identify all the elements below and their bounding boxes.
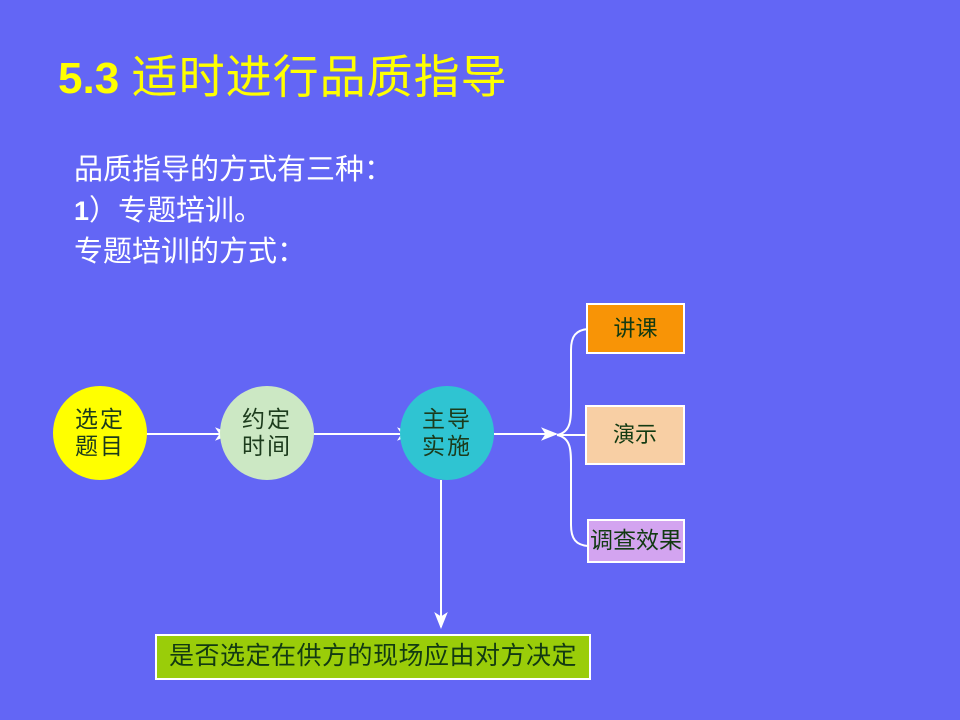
node-demonstration[interactable]: 演示 — [585, 405, 685, 465]
body-line-2: 1）专题培训。 — [74, 191, 393, 232]
node-agree-time-line2: 时间 — [242, 434, 292, 459]
body-text-block: 品质指导的方式有三种： 1）专题培训。 专题培训的方式： — [74, 150, 393, 273]
node-lead-implementation-line1: 主导 — [422, 407, 472, 432]
title-text: 适时进行品质指导 — [131, 52, 508, 103]
node-select-topic-line1: 选定 — [75, 407, 125, 432]
branch-to-survey — [556, 434, 589, 547]
page-title: 5.3 适时进行品质指导 — [58, 52, 508, 103]
node-lead-implementation-line2: 实施 — [422, 434, 472, 459]
body-line-2-number: 1 — [74, 196, 90, 226]
node-select-topic[interactable]: 选定 题目 — [53, 386, 147, 480]
node-venue-decision-label: 是否选定在供方的现场应由对方决定 — [168, 643, 577, 670]
body-line-3: 专题培训的方式： — [74, 236, 307, 268]
node-agree-time[interactable]: 约定 时间 — [220, 386, 314, 480]
branch-to-lecture — [556, 328, 589, 436]
node-lecture[interactable]: 讲课 — [586, 303, 685, 354]
body-line-1: 品质指导的方式有三种： — [74, 154, 394, 186]
node-select-topic-line2: 题目 — [75, 434, 125, 459]
node-survey-effect-label: 调查效果 — [590, 528, 682, 553]
node-survey-effect[interactable]: 调查效果 — [587, 519, 685, 563]
body-line-2-text: ）专题培训。 — [89, 195, 264, 227]
node-lecture-label: 讲课 — [613, 315, 658, 341]
node-agree-time-line1: 约定 — [242, 407, 292, 432]
node-demonstration-label: 演示 — [612, 422, 657, 447]
title-number: 5.3 — [58, 54, 120, 103]
node-venue-decision[interactable]: 是否选定在供方的现场应由对方决定 — [155, 634, 591, 680]
node-lead-implementation[interactable]: 主导 实施 — [400, 386, 494, 480]
